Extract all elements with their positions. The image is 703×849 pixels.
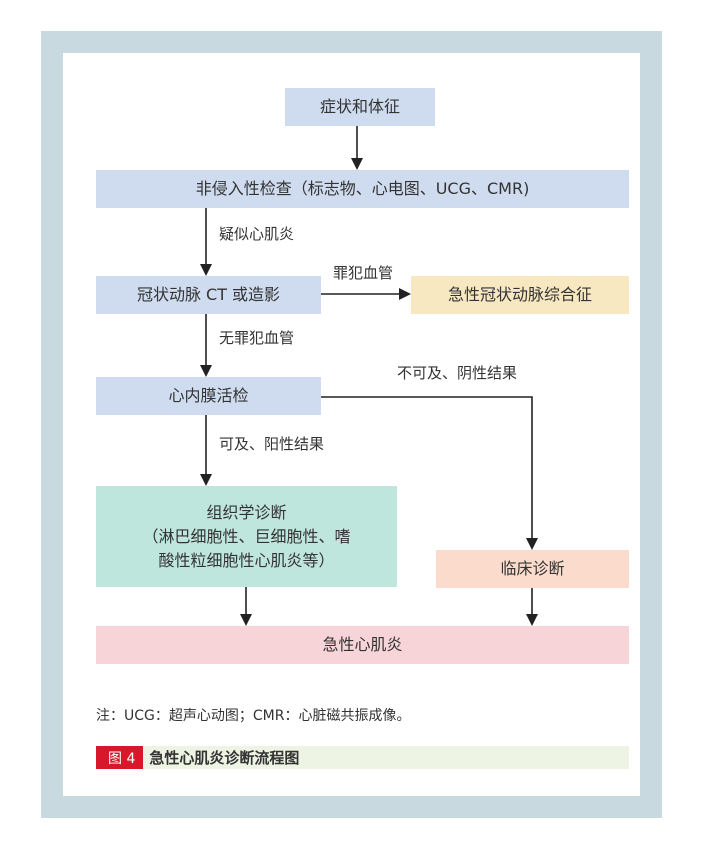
node-biopsy-label: 心内膜活检: [168, 386, 249, 405]
edge-label-accessible: 可及、阳性结果: [219, 435, 325, 453]
caption-number: 图 4: [96, 746, 144, 769]
edge-label-no-culprit: 无罪犯血管: [219, 329, 295, 347]
caption-title: 急性心肌炎诊断流程图: [149, 749, 300, 767]
node-coronary-label: 冠状动脉 CT 或造影: [136, 285, 281, 304]
node-acs: 急性冠状动脉综合征: [411, 276, 629, 314]
figure-frame: [41, 31, 662, 818]
figure-caption: 图 4 急性心肌炎诊断流程图: [96, 746, 629, 769]
node-biopsy: 心内膜活检: [96, 377, 321, 415]
node-myocarditis-label: 急性心肌炎: [322, 635, 403, 654]
node-noninvasive: 非侵入性检查（标志物、心电图、UCG、CMR): [96, 170, 629, 208]
node-acs-label: 急性冠状动脉综合征: [447, 285, 592, 304]
node-symptoms: 症状和体征: [285, 88, 435, 126]
node-myocarditis: 急性心肌炎: [96, 626, 629, 664]
node-symptoms-label: 症状和体征: [319, 97, 400, 116]
node-noninvasive-label: 非侵入性检查（标志物、心电图、UCG、CMR): [195, 179, 530, 198]
node-coronary: 冠状动脉 CT 或造影: [96, 276, 321, 314]
footnote: 注：UCG：超声心动图；CMR：心脏磁共振成像。: [96, 708, 411, 724]
node-histology-line2: （淋巴细胞性、巨细胞性、嗜: [142, 526, 351, 546]
node-histology-line1: 组织学诊断: [206, 502, 287, 522]
node-histology: 组织学诊断 （淋巴细胞性、巨细胞性、嗜 酸性粒细胞性心肌炎等）: [96, 486, 397, 587]
edge-label-culprit: 罪犯血管: [333, 264, 394, 282]
node-clinical: 临床诊断: [436, 550, 629, 588]
edge-label-suspected: 疑似心肌炎: [219, 225, 295, 243]
node-histology-line3: 酸性粒细胞性心肌炎等）: [158, 550, 335, 570]
edge-label-not-accessible: 不可及、阴性结果: [397, 364, 518, 382]
node-clinical-label: 临床诊断: [500, 559, 565, 578]
